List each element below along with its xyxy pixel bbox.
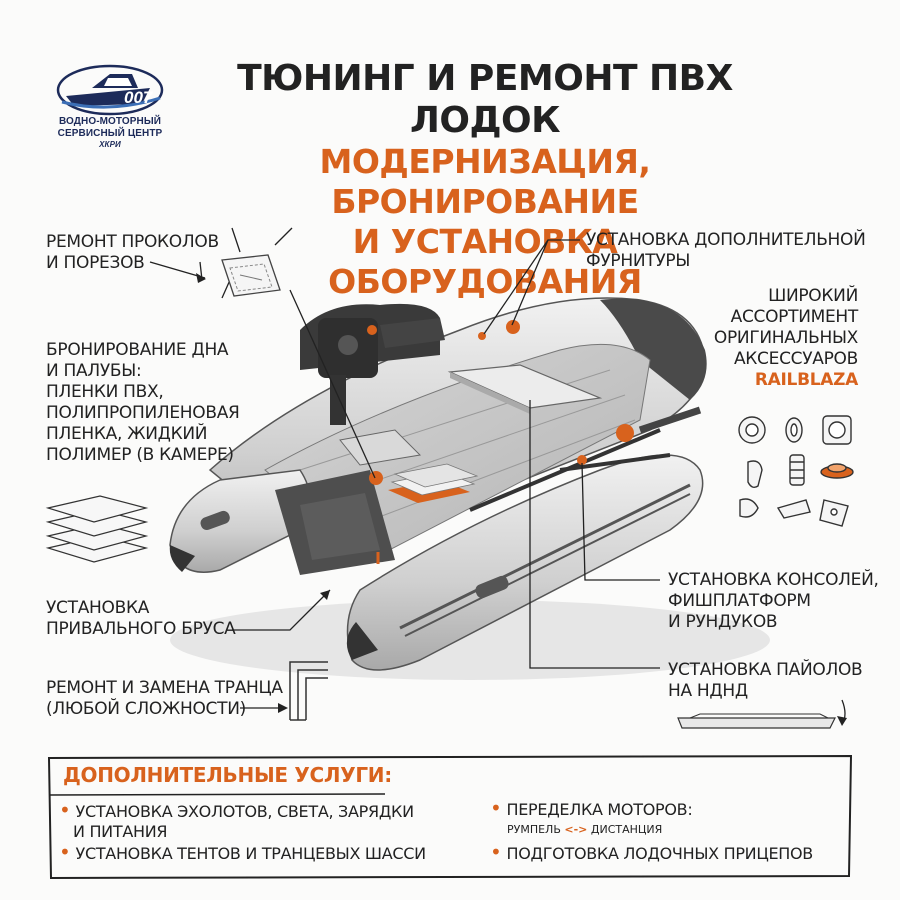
railblaza-accessory-icons [738, 415, 854, 527]
service-item-tents: •УСТАНОВКА ТЕНТОВ И ТРАНЦЕВЫХ ШАССИ [59, 840, 426, 864]
label-repair-punctures: РЕМОНТ ПРОКОЛОВ И ПОРЕЗОВ [46, 232, 219, 273]
logo-line-2: СЕРВИСНЫЙ ЦЕНТР [57, 128, 163, 139]
logo-number: 007 [124, 88, 154, 107]
label-armoring: БРОНИРОВАНИЕ ДНА И ПАЛУБЫ: ПЛЕНКИ ПВХ, П… [46, 340, 240, 465]
label-rub-rail: УСТАНОВКА ПРИВАЛЬНОГО БРУСА [46, 598, 236, 639]
service-item-trailers: •ПОДГОТОВКА ЛОДОЧНЫХ ПРИЦЕПОВ [490, 840, 813, 864]
motor-conversion-detail: РУМПЕЛЬ <-> ДИСТАНЦИЯ [507, 823, 663, 836]
railblaza-brand: RAILBLAZA [754, 370, 858, 390]
page-title: ТЮНИНГ И РЕМОНТ ПВХ ЛОДОК [237, 58, 733, 141]
label-fittings: УСТАНОВКА ДОПОЛНИТЕЛЬНОЙ ФУРНИТУРЫ [586, 230, 866, 271]
label-accessories: ШИРОКИЙ АССОРТИМЕНТ ОРИГИНАЛЬНЫХ АКСЕССУ… [700, 286, 858, 391]
repair-patch-icon [221, 254, 281, 297]
label-consoles: УСТАНОВКА КОНСОЛЕЙ, ФИШПЛАТФОРМ И РУНДУК… [668, 570, 879, 632]
boat-logo-icon: 007 [56, 64, 164, 116]
page-subtitle-2: И УСТАНОВКА ОБОРУДОВАНИЯ [328, 222, 642, 301]
label-floors: УСТАНОВКА ПАЙОЛОВ НА НДНД [668, 660, 863, 701]
logo-line-1: ВОДНО-МОТОРНЫЙ [58, 116, 162, 127]
page-subtitle-1: МОДЕРНИЗАЦИЯ, БРОНИРОВАНИЕ [319, 142, 651, 221]
extra-services-panel: ДОПОЛНИТЕЛЬНЫЕ УСЛУГИ: •УСТАНОВКА ЭХОЛОТ… [45, 750, 855, 882]
service-center-logo: 007 ВОДНО-МОТОРНЫЙ СЕРВИСНЫЙ ЦЕНТР ХКРИ [40, 58, 180, 158]
service-item-motors: •ПЕРЕДЕЛКА МОТОРОВ: [490, 796, 693, 820]
panel-frame [47, 754, 853, 880]
transom-profile-icon [289, 661, 328, 721]
page-title-block: ТЮНИНГ И РЕМОНТ ПВХ ЛОДОК МОДЕРНИЗАЦИЯ, … [205, 58, 765, 302]
floor-panel-icon [677, 713, 836, 729]
logo-line-3: ХКРИ [99, 140, 121, 149]
label-transom: РЕМОНТ И ЗАМЕНА ТРАНЦА (ЛЮБОЙ СЛОЖНОСТИ) [46, 678, 283, 719]
armor-layers-icon [45, 495, 149, 563]
service-item-echo: •УСТАНОВКА ЭХОЛОТОВ, СВЕТА, ЗАРЯДКИ И ПИ… [59, 798, 414, 841]
extra-services-title: ДОПОЛНИТЕЛЬНЫЕ УСЛУГИ: [63, 763, 392, 787]
